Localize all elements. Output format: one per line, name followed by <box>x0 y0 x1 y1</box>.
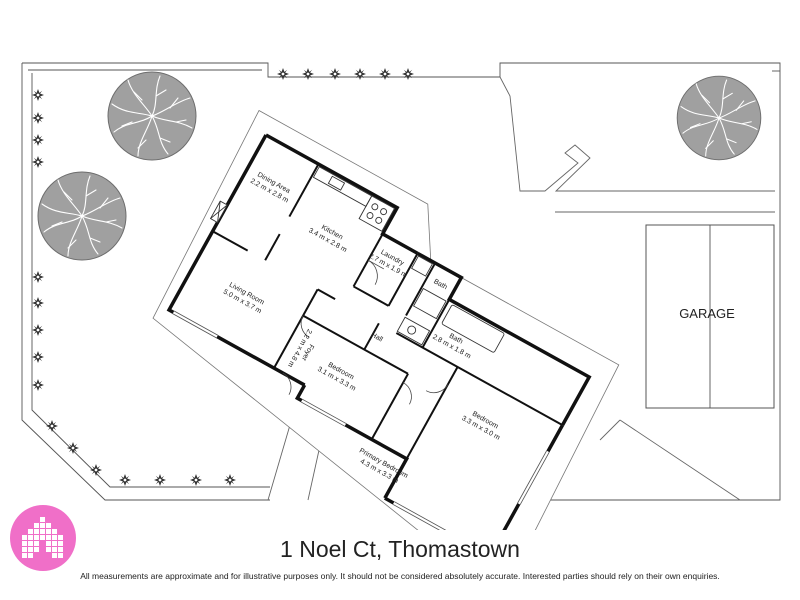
company-logo <box>10 505 76 571</box>
garage: GARAGE <box>645 224 775 409</box>
tree-icon <box>676 75 762 161</box>
house: Dining Area 2.2 m x 2.8 m Kitchen 3.4 m … <box>152 109 620 530</box>
floor-plan: GARAGE <box>21 62 781 530</box>
tree-icon <box>107 71 197 161</box>
garage-label: GARAGE <box>679 306 735 321</box>
disclaimer-text: All measurements are approximate and for… <box>80 571 720 581</box>
property-address: 1 Noel Ct, Thomastown <box>280 536 520 562</box>
tree-icon <box>37 171 127 261</box>
